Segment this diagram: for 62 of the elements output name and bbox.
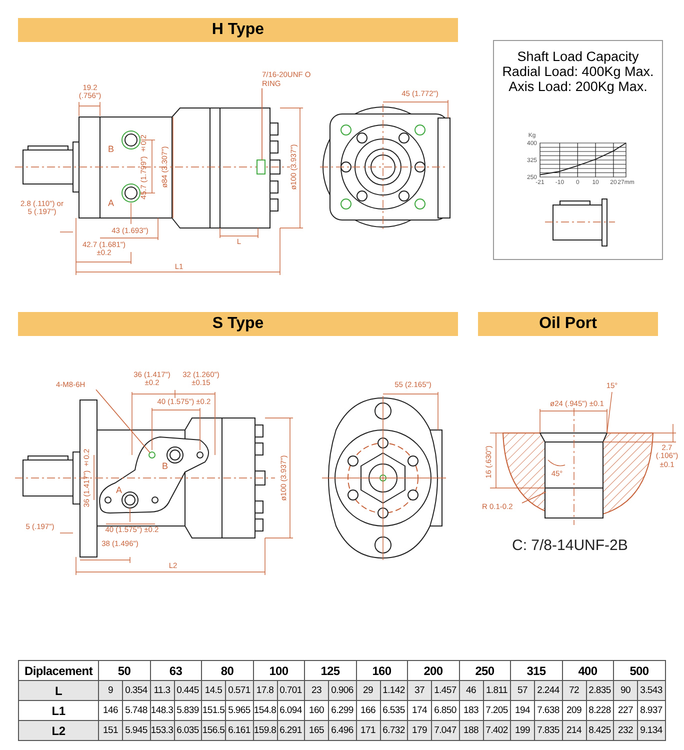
port-label: A <box>116 486 122 496</box>
table-cell: 7.402 <box>483 720 510 740</box>
box-text: Radial Load: 400Kg Max. Axis Load: 200Kg Max. <box>501 64 655 94</box>
table-cell: 1.811 <box>483 680 510 700</box>
table-cell: 57 <box>510 680 534 700</box>
table-cell: 188 <box>459 720 483 740</box>
row-header-cell: L2 <box>18 720 98 740</box>
table-cell: 11.3 <box>150 680 174 700</box>
table-cell: 6.496 <box>328 720 356 740</box>
table-cell: 179 <box>408 720 432 740</box>
table-cell: 151 <box>98 720 122 740</box>
leader-line <box>96 389 150 454</box>
table-cell: 5.945 <box>122 720 150 740</box>
table-cell: 0.571 <box>226 680 253 700</box>
table-cell: 9.134 <box>638 720 665 740</box>
leader-line <box>522 492 546 504</box>
table-cell: 2.244 <box>534 680 562 700</box>
table-cell: 153.3 <box>150 720 174 740</box>
box-heading: Shaft Load Capacity <box>516 49 640 64</box>
table-cell: 0.354 <box>122 680 150 700</box>
section-heading-band: Oil Port <box>478 312 658 336</box>
table-cell: 90 <box>614 680 638 700</box>
port-label: B <box>108 145 114 155</box>
table-cell: 8.425 <box>586 720 614 740</box>
table-cell: 214 <box>562 720 586 740</box>
threaded-hole <box>148 452 156 458</box>
table-cell: 156.5 <box>202 720 226 740</box>
section-heading-band: H Type <box>18 18 458 42</box>
table-cell: 232 <box>614 720 638 740</box>
table-cell: 1.457 <box>432 680 459 700</box>
o-ring <box>256 160 266 174</box>
table-cell: 159.8 <box>253 720 277 740</box>
table-cell: 165 <box>304 720 328 740</box>
table-cell: 72 <box>562 680 586 700</box>
table-cell: 6.291 <box>277 720 304 740</box>
table-cell: 2.835 <box>586 680 614 700</box>
table-cell: 6.035 <box>174 720 202 740</box>
table-cell: 29 <box>356 680 380 700</box>
table-cell: 7.047 <box>432 720 459 740</box>
table-cell: 46 <box>459 680 483 700</box>
table-cell: 0.701 <box>277 680 304 700</box>
table-cell: 17.8 <box>253 680 277 700</box>
table-cell: 7.835 <box>534 720 562 740</box>
info-box <box>493 40 663 260</box>
table-cell: 23 <box>304 680 328 700</box>
table-cell: 3.543 <box>638 680 665 700</box>
row-header-cell: Diplacement <box>18 660 98 680</box>
port-label: A <box>108 199 114 209</box>
thread-spec-label: C: 7/8-14UNF-2B <box>512 538 629 554</box>
table-cell: 199 <box>510 720 534 740</box>
section-heading-band: S Type <box>18 312 458 336</box>
table-cell: 9 <box>98 680 122 700</box>
table-cell: 37 <box>408 680 432 700</box>
port-label: B <box>162 462 168 472</box>
table-cell: 1.142 <box>380 680 408 700</box>
table-cell: 6.161 <box>226 720 253 740</box>
table-cell: 0.445 <box>174 680 202 700</box>
table-cell: 171 <box>356 720 380 740</box>
table-cell: 0.906 <box>328 680 356 700</box>
table-cell: 6.732 <box>380 720 408 740</box>
row-header-cell: L <box>18 680 98 700</box>
table-cell: 14.5 <box>202 680 226 700</box>
